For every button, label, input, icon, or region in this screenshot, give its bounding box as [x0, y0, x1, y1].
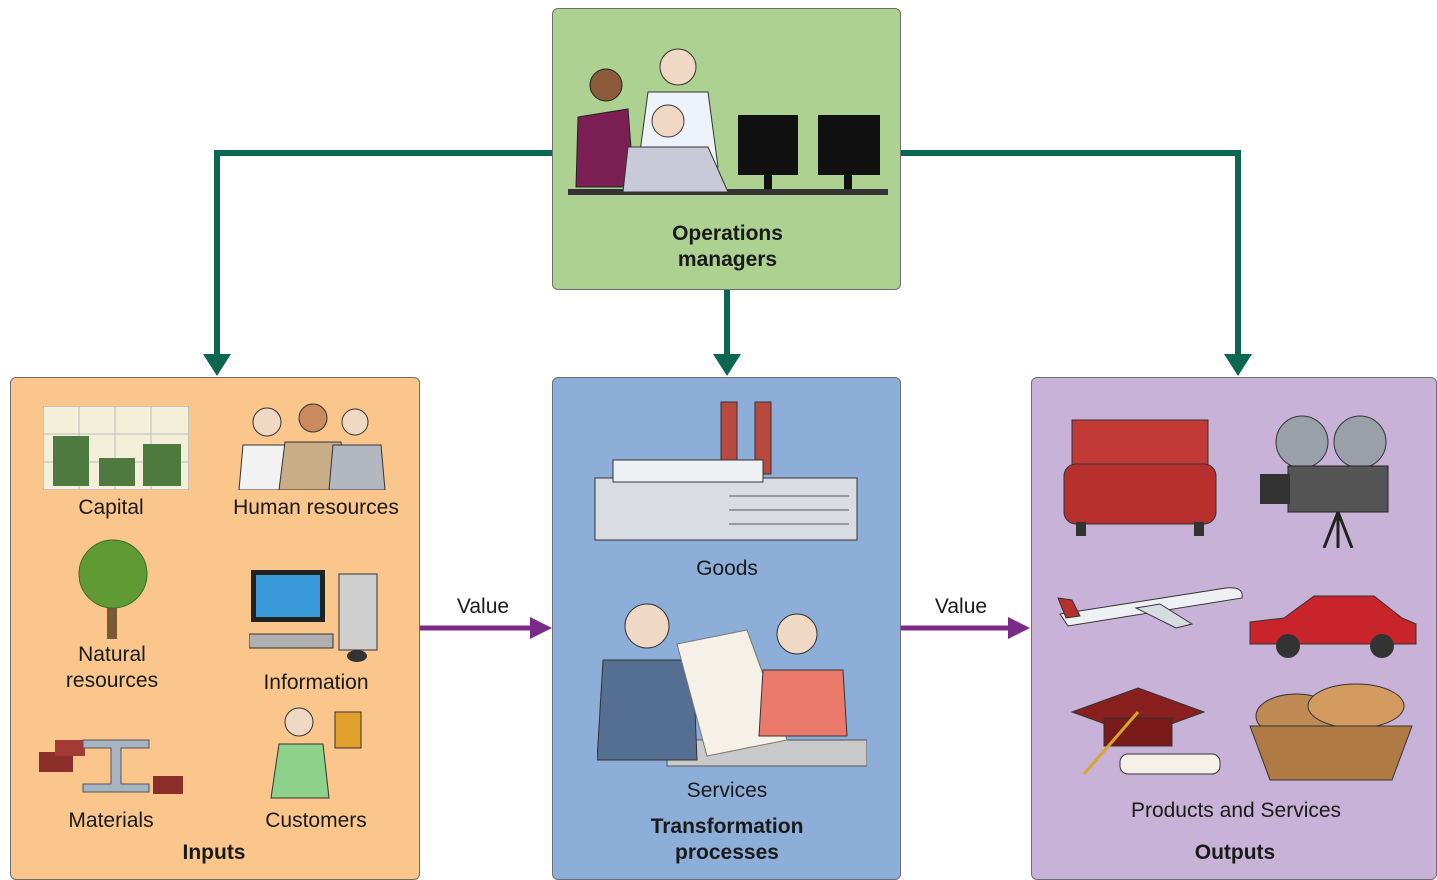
arrowhead-inputs [203, 354, 231, 376]
capital-label: Capital [78, 496, 144, 519]
capital-money-icon [43, 406, 189, 490]
services-label: Services [686, 779, 768, 802]
graduation-cap-diploma-icon [1070, 687, 1221, 775]
information-computer-icon [249, 570, 378, 662]
customers-label: Customers [265, 809, 367, 832]
armchair-icon [1063, 419, 1217, 536]
airplane-icon [1057, 587, 1243, 629]
arrowhead-outputs [1224, 354, 1252, 376]
operations-managers-box: Operations managers [552, 8, 901, 290]
materials-label: Materials [68, 809, 154, 832]
natural-resources-tree-icon [78, 539, 148, 639]
outputs-box: Products and Services Outputs [1031, 377, 1437, 880]
transformation-processes-title: Transformation processes [650, 815, 804, 864]
customers-woman-icon [270, 707, 362, 799]
car-icon [1249, 595, 1417, 658]
products-and-services-label: Products and Services [1130, 799, 1342, 822]
ops-to-outputs-line [901, 150, 1241, 358]
managers-at-computer-illustration [568, 48, 888, 195]
transformation-processes-box: Goods Services Transformation processes [552, 377, 901, 880]
inputs-box: Capital Human resources Natural resource… [10, 377, 420, 880]
services-tailor-fitting-icon [597, 603, 867, 767]
goods-label: Goods [696, 557, 758, 580]
value-label-left: Value [456, 595, 510, 618]
outputs-title: Outputs [1194, 841, 1276, 864]
human-resources-people-icon [238, 403, 386, 490]
movie-camera-icon [1260, 415, 1389, 548]
arrowhead-trans [713, 354, 741, 376]
bread-basket-icon [1249, 683, 1413, 781]
materials-steel-bricks-icon [39, 739, 183, 794]
inputs-title: Inputs [182, 841, 246, 864]
value-label-right: Value [934, 595, 988, 618]
operations-managers-label: Operations managers [672, 222, 783, 271]
natural-resources-label: Natural resources [65, 643, 159, 692]
ops-to-inputs-line [214, 150, 552, 358]
human-resources-label: Human resources [233, 496, 399, 519]
factory-goods-icon [594, 401, 858, 541]
value-arrowhead-right [1008, 617, 1030, 639]
value-arrowhead-left [530, 617, 552, 639]
information-label: Information [263, 671, 369, 694]
